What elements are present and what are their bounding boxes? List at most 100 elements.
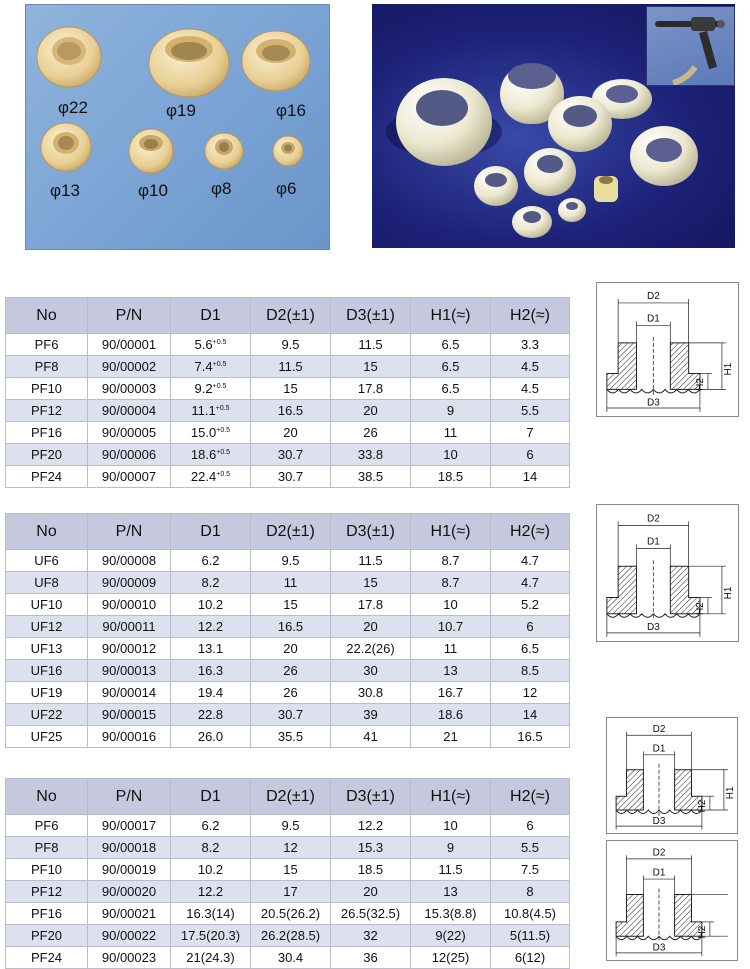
cell-d3: 20 [330,615,411,638]
cell-h2-value: 4.7 [520,553,540,568]
cell-d1-value: 21(24.3) [186,950,235,965]
cell-d3: 33.8 [330,443,411,466]
header-pn: P/N [87,297,171,334]
cell-d1-value: 22.8 [197,707,224,722]
ferrule-cross-section [615,888,703,943]
cell-h1: 8.7 [410,549,491,572]
cell-d2: 9.5 [250,333,331,356]
cell-no: UF16 [5,659,88,682]
cell-d3: 11.5 [330,333,411,356]
header-d1: D1 [170,778,251,815]
cell-h1: 11.5 [410,858,491,881]
cell-d2-value: 9.5 [281,553,300,568]
cell-no: UF12 [5,615,88,638]
cell-h1-value: 9 [446,403,455,418]
product-photo-group [372,4,735,248]
cell-d3-value: 33.8 [357,447,384,462]
cell-h2-value: 7 [526,425,534,440]
cell-h1: 11 [410,421,491,444]
cell-h2: 5.2 [490,593,570,616]
cell-d2-value: 17 [283,884,298,899]
cell-d3-value: 17.8 [357,381,384,396]
cell-no-value: PF20 [30,928,63,943]
cell-pn: 90/00018 [87,836,171,859]
cell-d3-value: 26.5(32.5) [340,906,401,921]
cell-pn: 90/00022 [87,924,171,947]
cell-pn: 90/00017 [87,814,171,837]
ferrule-hex-image [594,176,618,202]
cell-d3-value: 15.3 [357,840,384,855]
diagram-label-d2: D2 [647,513,660,524]
header-d2: D2(±1) [250,778,331,815]
cell-d3: 30.8 [330,681,411,704]
cell-pn-value: 90/00003 [101,381,157,396]
size-label-8: φ8 [211,179,232,198]
cell-h1-value: 18.5 [437,469,464,484]
cell-d1: 7.4+0.5 [170,355,251,378]
cell-d1: 11.1+0.5 [170,399,251,422]
cell-no: UF25 [5,725,88,748]
cell-h2-value: 6 [526,818,534,833]
cell-pn-value: 90/00015 [101,707,157,722]
cell-d2-value: 11.5 [278,359,303,374]
cell-h2-value: 6 [526,619,534,634]
cell-pn-value: 90/00014 [101,685,157,700]
ceramic-rings-illustration [36,26,311,174]
cell-pn: 90/00009 [87,571,171,594]
cell-h2: 16.5 [490,725,570,748]
cell-d2: 20 [250,421,331,444]
cell-h1: 15.3(8.8) [410,902,491,925]
cell-h2: 6 [490,814,570,837]
cell-h1-value: 13 [443,884,458,899]
cell-h1-value: 9(22) [435,928,466,943]
d1-tolerance: +0.5 [212,383,227,390]
cell-d3: 20 [330,399,411,422]
cell-no: PF6 [5,814,88,837]
cell-h1: 10.7 [410,615,491,638]
dimension-lines [606,521,726,637]
cell-h2-value: 4.5 [520,359,540,374]
cell-pn-value: 90/00022 [101,928,157,943]
header-d3: D3(±1) [330,297,411,334]
cell-pn: 90/00015 [87,703,171,726]
cell-d1-value: 6.2 [201,818,220,833]
cell-d1: 8.2 [170,836,251,859]
diagram-label-d1: D1 [653,868,666,879]
cell-no-value: PF24 [30,469,63,484]
cell-h2-value: 14 [522,469,538,484]
header-no: No [5,778,88,815]
cell-h1-value: 10.7 [437,619,464,634]
cell-pn: 90/00020 [87,880,171,903]
cell-d2: 20.5(26.2) [250,902,331,925]
size-label-10: φ10 [138,181,168,200]
cell-h2-value: 6.5 [520,641,540,656]
cell-d3-value: 20 [363,403,378,418]
ring-6-image [272,135,304,167]
cell-no: PF12 [5,880,88,903]
cell-h2-value: 3.3 [520,337,540,352]
cell-d1-value: 15.0 [190,425,217,440]
ring-10-image [128,128,174,174]
cell-no-value: UF13 [30,641,63,656]
cell-d3: 38.5 [330,465,411,488]
cell-d2: 15 [250,593,331,616]
diagram-label-h2: H2 [697,925,708,938]
cell-no-value: UF16 [30,663,63,678]
size-label-6: φ6 [276,179,297,198]
cell-pn-value: 90/00017 [101,818,157,833]
cell-d2-value: 30.7 [277,707,304,722]
cell-h1: 10 [410,443,491,466]
header-d3: D3(±1) [330,513,411,550]
cell-d3: 15 [330,355,411,378]
cell-d1: 16.3(14) [170,902,251,925]
cell-pn: 90/00001 [87,333,171,356]
